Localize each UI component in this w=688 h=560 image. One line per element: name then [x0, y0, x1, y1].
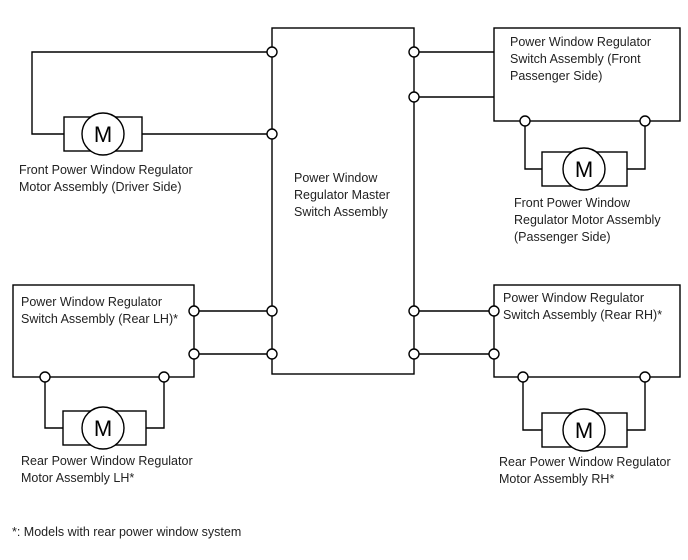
motor-symbol: M [575, 418, 593, 443]
terminal [266, 348, 278, 360]
terminal [266, 128, 278, 140]
terminal [188, 348, 200, 360]
terminals [39, 46, 651, 383]
wire-rear-lh-motor [44, 377, 165, 429]
label-line: Power Window Regulator [503, 291, 644, 305]
terminal [158, 371, 170, 383]
motor-symbol: M [94, 416, 112, 441]
label-line: Passenger Side) [510, 69, 602, 83]
wire-driver-motor-upper [31, 51, 272, 135]
wire-front-passenger-motor [524, 121, 646, 170]
terminal [408, 305, 420, 317]
master-switch-label: Power Window Regulator Master Switch Ass… [294, 171, 393, 219]
label-line: Regulator Motor Assembly [514, 213, 661, 227]
front-passenger-switch-box [493, 27, 681, 122]
terminal [517, 371, 529, 383]
terminal [639, 115, 651, 127]
rear-lh-motor: M [62, 406, 147, 450]
terminal [519, 115, 531, 127]
footnote: *: Models with rear power window system [12, 525, 241, 539]
motor-symbol: M [575, 157, 593, 182]
front-driver-motor-label: Front Power Window Regulator Motor Assem… [19, 163, 196, 194]
label-line: Switch Assembly (Rear LH)* [21, 312, 178, 326]
label-line: Switch Assembly [294, 205, 389, 219]
master-switch-box [271, 27, 415, 375]
terminal [39, 371, 51, 383]
front-passenger-motor: M [541, 147, 628, 191]
label-line: Rear Power Window Regulator [499, 455, 671, 469]
label-line: Rear Power Window Regulator [21, 454, 193, 468]
rear-rh-switch-label: Power Window Regulator Switch Assembly (… [503, 291, 662, 322]
terminal [266, 305, 278, 317]
terminal [639, 371, 651, 383]
rear-rh-switch-box [493, 284, 681, 378]
label-line: Regulator Master [294, 188, 390, 202]
front-driver-motor: M [63, 112, 143, 156]
terminal [408, 46, 420, 58]
rear-lh-switch-label: Power Window Regulator Switch Assembly (… [21, 295, 178, 326]
motor-symbol: M [94, 122, 112, 147]
label-line: Motor Assembly RH* [499, 472, 614, 486]
rear-rh-motor-label: Rear Power Window Regulator Motor Assemb… [499, 455, 674, 486]
terminal [488, 348, 500, 360]
terminal [408, 348, 420, 360]
terminal [266, 46, 278, 58]
label-line: Motor Assembly LH* [21, 471, 134, 485]
label-line: Power Window [294, 171, 378, 185]
front-passenger-switch-label: Power Window Regulator Switch Assembly (… [510, 35, 655, 83]
front-passenger-motor-label: Front Power Window Regulator Motor Assem… [514, 196, 664, 244]
label-line: Power Window Regulator [21, 295, 162, 309]
label-line: Motor Assembly (Driver Side) [19, 180, 182, 194]
label-line: Switch Assembly (Rear RH)* [503, 308, 662, 322]
label-line: (Passenger Side) [514, 230, 611, 244]
label-line: Front Power Window Regulator [19, 163, 193, 177]
label-line: Switch Assembly (Front [510, 52, 641, 66]
terminal [408, 91, 420, 103]
wire-rear-rh-motor [522, 377, 646, 431]
terminal [488, 305, 500, 317]
terminal [188, 305, 200, 317]
label-line: Power Window Regulator [510, 35, 651, 49]
rear-lh-motor-label: Rear Power Window Regulator Motor Assemb… [21, 454, 196, 485]
label-line: Front Power Window [514, 196, 631, 210]
rear-rh-motor: M [541, 408, 628, 452]
rear-lh-switch-box [12, 284, 195, 378]
